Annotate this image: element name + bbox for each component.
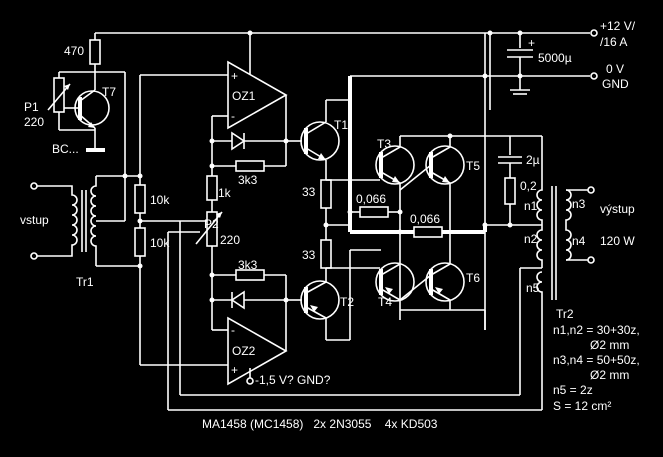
- label-spec-n3n4-wire: Ø2 mm: [590, 368, 629, 382]
- label-r02: 0,2: [520, 179, 537, 193]
- label-supply-current: /16 A: [600, 35, 627, 49]
- label-t5: T5: [466, 159, 480, 173]
- opamp-oz1: [209, 30, 302, 176]
- label-r10k-top: 10k: [150, 193, 170, 207]
- label-r33-top: 33: [302, 185, 316, 199]
- label-zero-volt: 0 V: [606, 62, 624, 76]
- label-oz2-plus: +: [231, 363, 238, 377]
- label-p2: P2: [204, 217, 219, 231]
- label-power: 120 W: [600, 234, 635, 248]
- input-transformer: [30, 173, 140, 267]
- label-r0066-a: 0,066: [356, 192, 386, 206]
- label-n3: n3: [572, 197, 586, 211]
- label-t3: T3: [377, 137, 391, 151]
- label-spec-n5: n5 = 2z: [553, 383, 593, 397]
- snubber: [482, 136, 542, 228]
- label-t6: T6: [466, 271, 480, 285]
- bias-network: [47, 33, 126, 176]
- opamp-oz2: [209, 269, 302, 386]
- label-cap-plus: +: [528, 36, 535, 50]
- label-oz1: OZ1: [232, 89, 256, 103]
- label-spec-n1n2-wire: Ø2 mm: [590, 338, 629, 352]
- label-p1-value: 220: [24, 115, 44, 129]
- label-t4: T4: [378, 295, 392, 309]
- label-input: vstup: [20, 213, 49, 227]
- label-r10k-bottom: 10k: [150, 236, 170, 250]
- label-p2-value: 220: [220, 233, 240, 247]
- label-spec-n3n4: n3,n4 = 50+50z,: [553, 353, 640, 367]
- label-n2: n2: [524, 232, 538, 246]
- label-spec-n1n2: n1,n2 = 30+30z,: [553, 323, 640, 337]
- label-t7: T7: [102, 85, 116, 99]
- label-oz1-plus: +: [231, 69, 238, 83]
- labels: 470 T7 P1 220 BC... vstup Tr1 10k 10k + …: [20, 19, 640, 431]
- label-gnd: GND: [602, 77, 629, 91]
- label-n5: n5: [526, 281, 540, 295]
- driver-transistors: [300, 99, 380, 341]
- label-oz1-minus: -: [231, 109, 235, 123]
- label-p1: P1: [24, 100, 39, 114]
- supply-rails: [95, 29, 598, 330]
- label-r3k3-top: 3k3: [238, 173, 258, 187]
- label-c2u: 2µ: [526, 153, 540, 167]
- label-oz2: OZ2: [232, 344, 256, 358]
- label-spec-core: S = 12 cm²: [553, 399, 611, 413]
- label-output: výstup: [600, 202, 635, 216]
- label-t1: T1: [334, 118, 348, 132]
- label-n1: n1: [524, 199, 538, 213]
- label-tr2: Tr2: [556, 307, 574, 321]
- label-n4: n4: [572, 234, 586, 248]
- label-r470: 470: [64, 44, 84, 58]
- label-cap5000: 5000µ: [538, 51, 572, 65]
- label-r0066-b: 0,066: [410, 212, 440, 226]
- label-r33-bottom: 33: [302, 248, 316, 262]
- label-r1k: 1k: [218, 186, 232, 200]
- label-tr1: Tr1: [76, 275, 94, 289]
- power-stage: [347, 76, 510, 340]
- label-oz2-minus: -: [231, 323, 235, 337]
- input-divider: [134, 74, 228, 366]
- output-transformer: [167, 135, 595, 411]
- feedback-pot: [179, 175, 223, 395]
- label-parts-list: MA1458 (MC1458) 2x 2N3055 4x KD503: [202, 417, 438, 431]
- label-r3k3-bottom: 3k3: [238, 258, 258, 272]
- label-supply-voltage: +12 V/: [600, 19, 636, 33]
- label-bc: BC...: [52, 142, 79, 156]
- label-negative-supply-note: -1,5 V? GND?: [255, 373, 331, 387]
- label-t2: T2: [340, 295, 354, 309]
